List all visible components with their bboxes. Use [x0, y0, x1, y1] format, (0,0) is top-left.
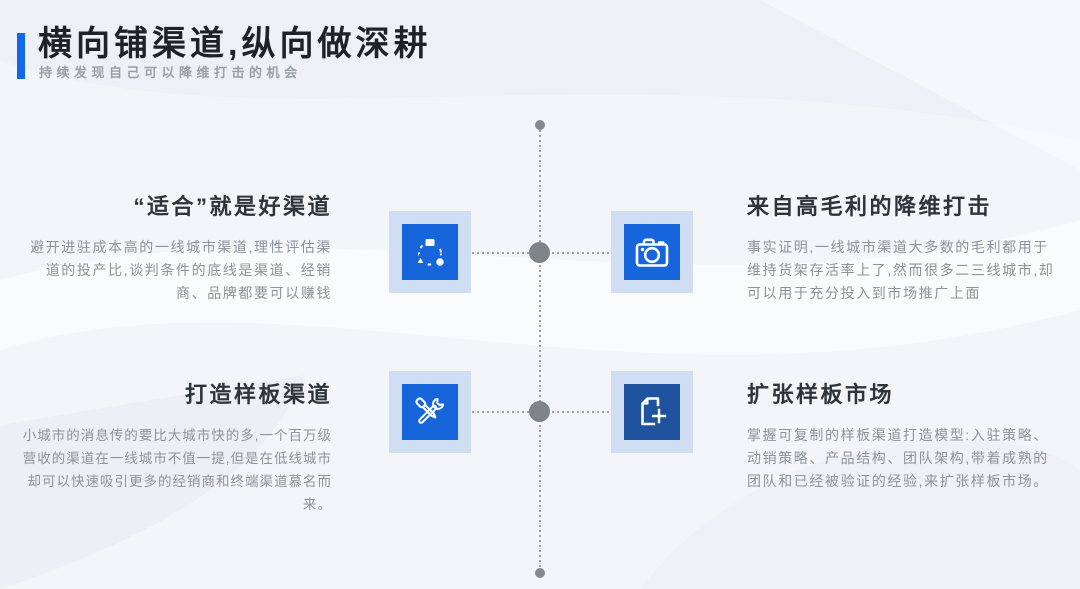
tools-icon — [402, 384, 458, 440]
document-add-icon — [624, 384, 680, 440]
quadrant-title: 打造样板渠道 — [184, 382, 332, 407]
title-accent-bar — [17, 33, 25, 79]
icon-tile-top-left — [389, 211, 471, 293]
quadrant-high-margin-strike: 来自高毛利的降维打击 事实证明,一线城市渠道大多数的毛利都用于维持货架存活率上了… — [747, 189, 1063, 305]
quadrant-title: “适合”就是好渠道 — [133, 194, 332, 219]
quadrant-body: 掌握可复制的样板渠道打造模型:入驻策略、动销策略、产品结构、团队架构,带着成熟的… — [747, 427, 1049, 489]
axis-node-row2 — [529, 401, 550, 422]
axis-vertical-line — [539, 125, 541, 573]
page-subtitle: 持续发现自己可以降维打击的机会 — [39, 65, 302, 80]
quadrant-title: 扩张样板市场 — [747, 382, 895, 407]
axis-node-bottom — [535, 568, 545, 578]
camera-icon — [624, 224, 680, 280]
icon-tile-top-right — [611, 211, 693, 293]
quadrant-fit-is-good-channel: “适合”就是好渠道 避开进驻成本高的一线城市渠道,理性评估渠道的投产比,谈判条件… — [25, 189, 332, 305]
share-shapes-icon — [402, 224, 458, 280]
icon-tile-bottom-left — [389, 371, 471, 453]
quadrant-body: 小城市的消息传的要比大城市快的多,一个百万级营收的渠道在一线城市不值一提,但是在… — [22, 428, 332, 512]
quadrant-expand-model-market: 扩张样板市场 掌握可复制的样板渠道打造模型:入驻策略、动销策略、产品结构、团队架… — [747, 377, 1063, 493]
axis-node-top — [535, 120, 545, 130]
quadrant-title: 来自高毛利的降维打击 — [747, 194, 993, 219]
quadrant-body: 事实证明,一线城市渠道大多数的毛利都用于维持货架存活率上了,然而很多二三线城市,… — [747, 239, 1055, 301]
page-title: 横向铺渠道,纵向做深耕 — [38, 25, 432, 63]
quadrant-build-model-channel: 打造样板渠道 小城市的消息传的要比大城市快的多,一个百万级营收的渠道在一线城市不… — [20, 377, 332, 516]
axis-node-row1 — [529, 242, 550, 263]
icon-tile-bottom-right — [611, 371, 693, 453]
quadrant-body: 避开进驻成本高的一线城市渠道,理性评估渠道的投产比,谈判条件的底线是渠道、经销商… — [30, 239, 332, 301]
